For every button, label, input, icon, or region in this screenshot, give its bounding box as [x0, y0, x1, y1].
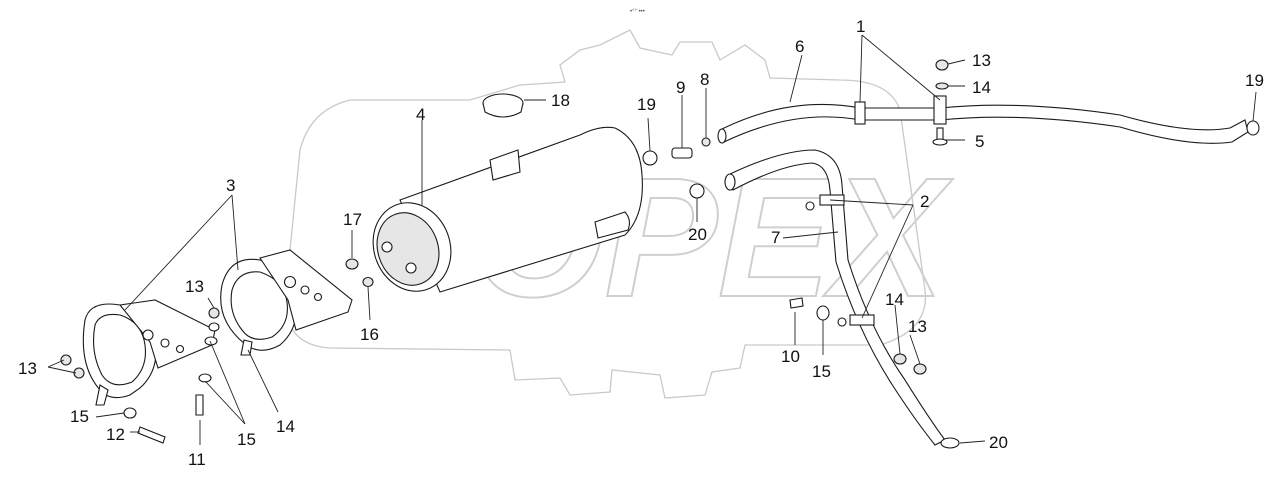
callout-14-right: 14	[885, 290, 904, 309]
bracket-clamp-left	[82, 299, 216, 406]
washer-15-left	[123, 407, 137, 419]
callout-9: 9	[676, 78, 685, 97]
hose-clamp-19-left	[642, 150, 658, 166]
callout-13-mid: 13	[185, 277, 204, 296]
callout-4: 4	[416, 105, 425, 124]
callout-20-upper: 20	[688, 225, 707, 244]
bolt-12	[137, 426, 166, 444]
washer-14-mid	[208, 322, 220, 332]
nut-13-mid	[208, 307, 220, 319]
hose-clamp-20-upper	[689, 183, 705, 199]
callout-14-top: 14	[972, 78, 991, 97]
pipe-bent	[724, 149, 946, 446]
callout-7: 7	[771, 228, 780, 247]
callout-20-lower: 20	[989, 433, 1008, 452]
callout-15-left: 15	[70, 407, 89, 426]
callout-15-mid: 15	[237, 430, 256, 449]
callout-13-right: 13	[908, 317, 927, 336]
callout-19-left: 19	[637, 95, 656, 114]
callout-13-top: 13	[972, 51, 991, 70]
callout-16: 16	[360, 325, 379, 344]
filler-cap	[482, 93, 524, 118]
clamp-2-lower	[837, 314, 875, 327]
leader-lines	[47, 34, 1257, 445]
callout-18: 18	[551, 91, 570, 110]
callout-3: 3	[226, 176, 235, 195]
washer-15-right	[816, 305, 830, 321]
bracket-clamp-right	[220, 249, 353, 356]
nut-17	[345, 258, 359, 270]
callout-1: 1	[856, 17, 865, 36]
nut-13-right	[913, 363, 927, 375]
muffler-body	[372, 126, 643, 293]
callout-5: 5	[975, 132, 984, 151]
callout-10: 10	[781, 347, 800, 366]
callout-19-right: 19	[1245, 71, 1264, 90]
clamp-5	[932, 95, 948, 146]
callout-17: 17	[343, 210, 362, 229]
nut-13-left-a	[60, 354, 72, 366]
fitting-9	[671, 147, 693, 159]
callout-labels: 1 2 3 4 5 6 7 8 9 10 11 12 13 13 13 13 1…	[18, 17, 1264, 469]
washer-14-right	[893, 353, 907, 365]
washer-15-mid-a	[204, 336, 218, 346]
callout-11: 11	[188, 450, 206, 469]
nut-13-top	[935, 59, 949, 71]
callout-6: 6	[795, 37, 804, 56]
washer-15-mid-b	[198, 373, 212, 383]
callout-8: 8	[700, 70, 709, 89]
pipe-upper	[717, 101, 1249, 144]
bolt-10	[789, 297, 804, 309]
hose-clamp-19-right	[1246, 120, 1260, 136]
callout-2: 2	[920, 192, 929, 211]
top-note: •°° •••	[630, 9, 645, 15]
callout-14-left: 14	[276, 417, 295, 436]
nut-16	[362, 276, 374, 288]
callout-15-right: 15	[812, 362, 831, 381]
ring-8	[701, 137, 711, 147]
callout-12: 12	[106, 425, 125, 444]
washer-14-top	[935, 82, 949, 90]
clamp-20-lower	[940, 437, 960, 449]
callout-13-left: 13	[18, 359, 37, 378]
bolt-11	[195, 394, 204, 416]
